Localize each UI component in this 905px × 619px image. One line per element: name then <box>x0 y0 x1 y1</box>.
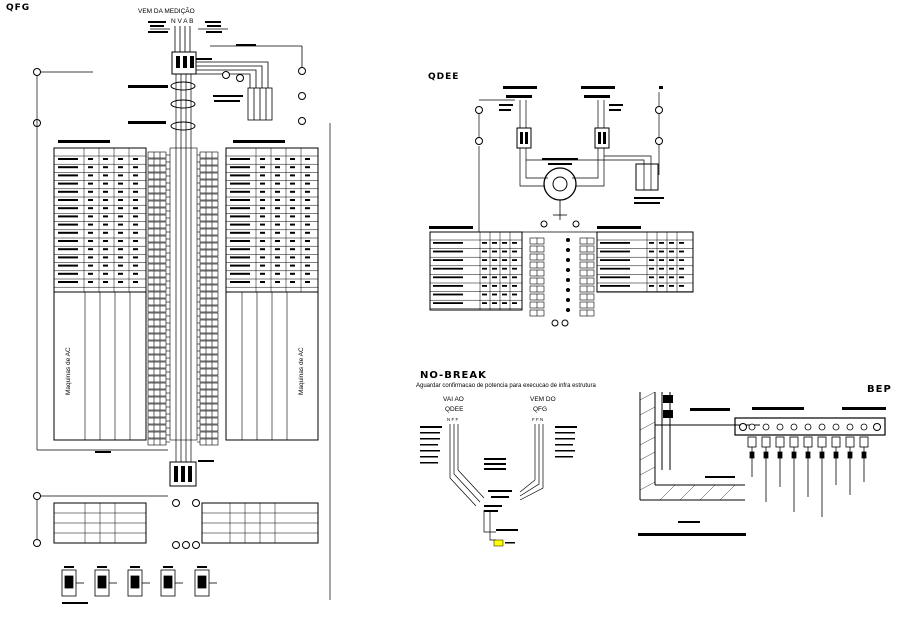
qfg-panel: VEM DA MEDIÇÃO N V A B <box>33 6 331 604</box>
qdee-title: QDEE <box>428 72 459 82</box>
vem-do-source: QFG <box>533 406 547 413</box>
qdee-panel <box>429 86 694 327</box>
qfg-title: QFG <box>6 3 30 13</box>
qfg-right-side-label: Maquinas de AC <box>298 347 305 395</box>
nobreak-phases-right: F F N <box>532 417 543 422</box>
vem-do-label: VEM DO <box>530 396 556 403</box>
vai-ao-destination: QDEE <box>445 406 464 413</box>
vai-ao-label: VAI AO <box>443 396 464 403</box>
bep-title: BEP <box>867 384 892 395</box>
nobreak-title: NO-BREAK <box>420 370 487 381</box>
nobreak-subtitle: Aguardar confirmacao de potencia para ex… <box>416 383 596 389</box>
nobreak-phases-left: N F F <box>447 417 458 422</box>
qfg-left-side-label: Maquinas de AC <box>65 347 72 395</box>
bep-panel <box>638 391 886 536</box>
nobreak-highlight-marker <box>493 539 504 547</box>
nobreak-panel: Aguardar confirmacao de potencia para ex… <box>416 383 596 547</box>
vem-da-medicao-label: VEM DA MEDIÇÃO <box>138 6 195 15</box>
qfg-phase-labels: N V A B <box>171 18 193 25</box>
